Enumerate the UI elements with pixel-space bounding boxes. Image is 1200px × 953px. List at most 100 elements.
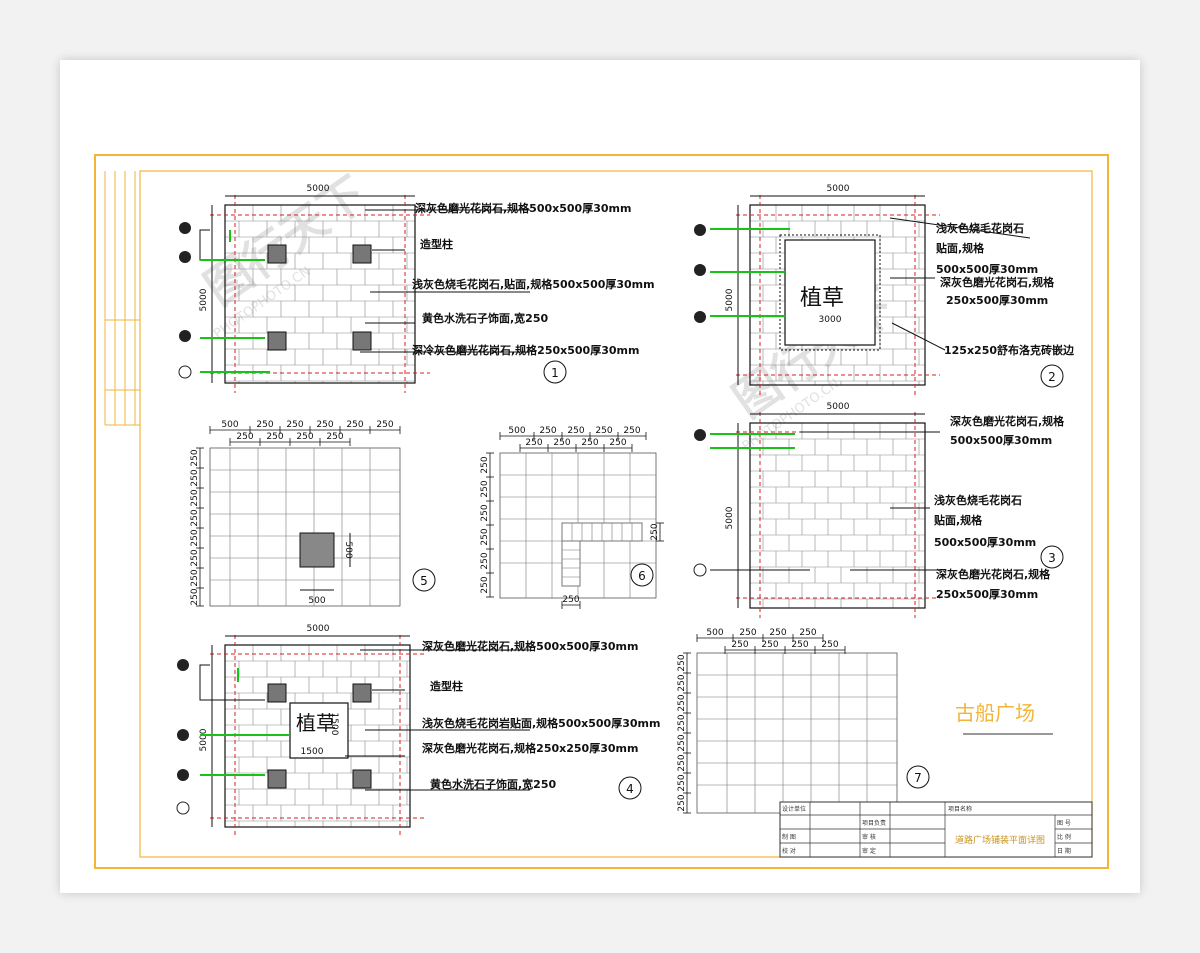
dim-label: 250 (761, 640, 778, 650)
index-bubbles (693, 429, 707, 577)
panel-1: 5000 5000 深灰色磨光花岗石,规格500x500厚30mm 造型柱 浅灰… (178, 184, 655, 393)
dim-label: 250 (480, 504, 490, 521)
label: 造型柱 (420, 237, 453, 251)
tb-approve: 审 定 (862, 847, 876, 855)
index-bubbles (176, 659, 190, 815)
panel-number: 4 (626, 782, 634, 796)
dim-label: 250 (190, 489, 200, 506)
label: 浅灰色烧毛花岗岩贴面,规格500x500厚30mm (422, 716, 660, 730)
dim-label: 250 (567, 426, 584, 436)
binding-strip (104, 171, 140, 426)
label: 黄色水洗石子饰面,宽250 (422, 311, 548, 325)
index-bubble (179, 251, 191, 263)
inner-dim: 3000 (819, 315, 842, 325)
label: 深灰色磨光花岗石,规格250x250厚30mm (422, 741, 638, 755)
green-leaders (710, 433, 795, 449)
column (267, 683, 287, 703)
index-bubble (176, 801, 190, 815)
label: 贴面,规格 (933, 513, 983, 527)
columns (267, 683, 372, 789)
index-bubble (694, 224, 706, 236)
dim-label: 250 (562, 595, 579, 605)
tb-date: 日 期 (1057, 847, 1071, 855)
label: 深灰色磨光花岗石,规格 (940, 275, 1055, 289)
dim-top: 5000 (827, 402, 850, 412)
panel-4: 5000 5000 植草 1500 1500 深灰色磨光花岗石,规格500x50… (176, 624, 660, 837)
index-bubble (177, 729, 189, 741)
paving-border (224, 204, 416, 384)
label: 浅灰色烧毛花岗石 (936, 221, 1024, 235)
dim-label: 250 (595, 426, 612, 436)
dim-label: 500 (221, 420, 238, 430)
panel-3: 5000 5000 深灰色磨光花岗石,规格 500x500厚30mm 浅灰色烧毛… (693, 402, 1065, 618)
leaders (199, 649, 530, 791)
inner-dim: 1500 (301, 747, 324, 757)
label: 深灰色磨光花岗石,规格500x500厚30mm (415, 201, 631, 215)
outer-frame (94, 154, 1109, 869)
green-leaders (200, 668, 290, 776)
inner-dim-vertical: 500 (343, 541, 353, 558)
dim-label: 250 (731, 640, 748, 650)
dim-left: 5000 (199, 728, 209, 751)
dim-label: 250 (677, 654, 687, 671)
panel-number-circle (906, 765, 930, 789)
panel-number: 1 (551, 366, 559, 380)
label: 125x250舒布洛克砖嵌边 (944, 343, 1075, 357)
drawing-title: 古船广场 (955, 701, 1035, 725)
drawing-sheet: 图行天下 PHOTOPHOTO.CN 图行天下 PHOTOPHOTO.CN 50… (60, 60, 1140, 893)
dim-label: 250 (190, 549, 200, 566)
label: 浅灰色烧毛花岗石 (934, 493, 1022, 507)
tile-grid (499, 452, 657, 599)
tb-review: 审 核 (862, 833, 876, 841)
dim-label: 250 (190, 449, 200, 466)
index-bubble (177, 659, 189, 671)
tb-drawing-no: 图 号 (1057, 820, 1071, 827)
label: 500x500厚30mm (950, 434, 1052, 447)
tb-design-unit: 设计单位 (782, 805, 806, 813)
paving-border (749, 422, 926, 609)
columns (267, 244, 372, 351)
dim-label: 250 (525, 438, 542, 448)
label: 500x500厚30mm (936, 263, 1038, 276)
inner-dim-horizontal: 500 (308, 596, 325, 606)
dim-label: 250 (480, 528, 490, 545)
dim-label: 250 (739, 628, 756, 638)
dim-label: 250 (190, 588, 200, 605)
dim-label: 250 (376, 420, 393, 430)
dim-label: 250 (799, 628, 816, 638)
label: 造型柱 (430, 679, 463, 693)
tile-grid (209, 447, 401, 607)
panel-number-circle (1040, 364, 1064, 388)
dim-label: 250 (190, 569, 200, 586)
index-bubbles (694, 224, 706, 323)
grass-area (289, 702, 349, 759)
dim-label: 250 (190, 509, 200, 526)
index-bubble (693, 563, 707, 577)
dim-label: 250 (821, 640, 838, 650)
panel-number: 2 (1048, 370, 1056, 384)
dim-label: 250 (677, 674, 687, 691)
tile-border (209, 447, 401, 607)
label: 深灰色磨光花岗石,规格500x500厚30mm (422, 639, 638, 653)
dim-label: 250 (480, 552, 490, 569)
column (352, 683, 372, 703)
dim-top: 5000 (307, 624, 330, 634)
dim-label: 250 (677, 734, 687, 751)
label: 贴面,规格 (935, 241, 985, 255)
column (352, 331, 372, 351)
dim-label: 250 (480, 576, 490, 593)
dim-label: 500 (508, 426, 525, 436)
dim-label: 250 (769, 628, 786, 638)
column (267, 244, 287, 264)
panel-number: 3 (1048, 551, 1056, 565)
column (352, 769, 372, 789)
paving-grid (749, 422, 925, 608)
column (267, 331, 287, 351)
dim-label: 250 (677, 754, 687, 771)
label: 深灰色磨光花岗石,规格 (950, 414, 1065, 428)
panel-number-circle (1040, 545, 1064, 569)
panel-number-circle (630, 563, 654, 587)
